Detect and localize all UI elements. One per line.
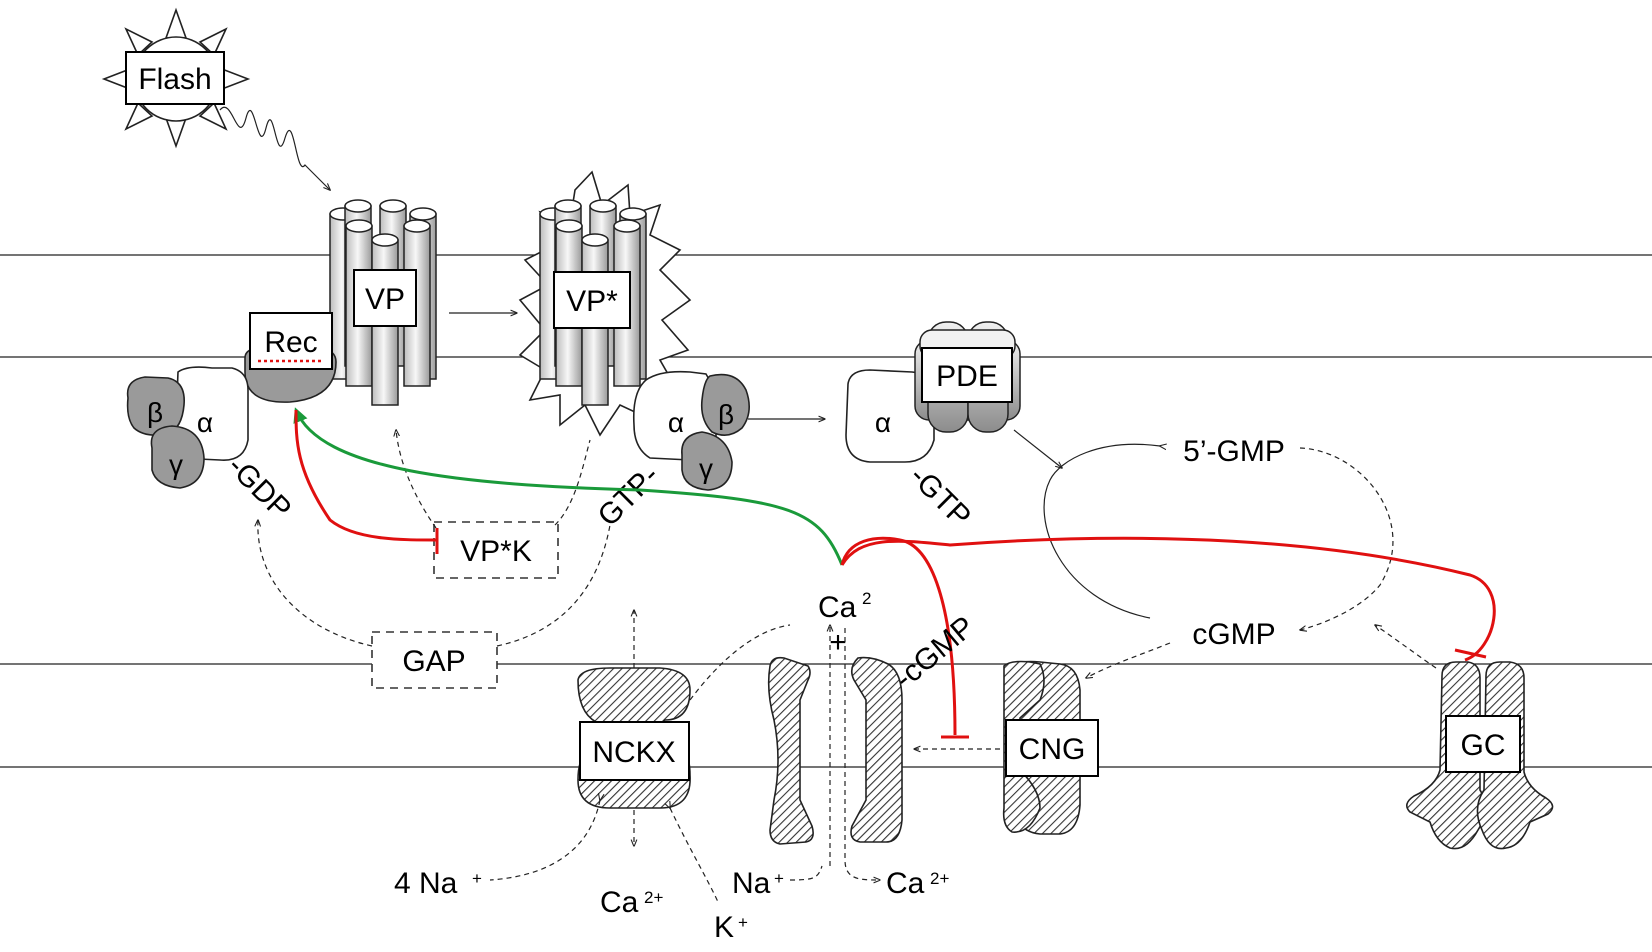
pde-hydrolysis-arrow	[1013, 429, 1062, 468]
nckx-box	[579, 721, 690, 781]
nckx-k-in-dashed	[670, 808, 719, 903]
plus-label: +	[829, 626, 847, 659]
ca-center-label: Ca	[818, 591, 857, 624]
g-gamma-inactive	[150, 425, 205, 489]
pde-label: PDE	[936, 360, 998, 393]
ca-cng-label: Ca	[886, 867, 925, 900]
ca-inhibit-cng	[840, 536, 957, 736]
nckx-label: NCKX	[592, 736, 675, 769]
gdp-label: -GDP	[221, 450, 297, 526]
cgmp-bound-label: -cGMP	[888, 610, 981, 695]
rec-inhibit-vpk	[294, 409, 438, 542]
ca-inhibit-gc	[840, 536, 1496, 662]
vp-label: VP	[365, 283, 405, 316]
vp-star-label: VP*	[566, 285, 618, 318]
beta-label-active: β	[718, 399, 734, 430]
cycle-dashed-arc	[1300, 447, 1394, 630]
k-sup: +	[738, 913, 748, 932]
cgmp-to-cng-dashed	[1086, 642, 1171, 678]
gc-to-cgmp-dashed	[1375, 625, 1437, 669]
ca-inhibit-gc-bar	[1454, 648, 1487, 659]
cycle-solid-arc	[1043, 444, 1160, 619]
cng-label: CNG	[1019, 733, 1086, 766]
wavy-line-icon	[219, 106, 330, 190]
gamma-label-active: γ	[699, 453, 713, 484]
g-beta-active	[700, 373, 750, 436]
nckx-na-in-dashed	[489, 800, 600, 881]
flash-box	[125, 51, 225, 105]
four-na-sup: +	[472, 869, 482, 888]
vp-star-k-box	[433, 521, 559, 579]
gamma-label-inactive: γ	[169, 449, 183, 480]
na-label: Na	[732, 867, 771, 900]
g-gamma-active	[681, 431, 733, 491]
alpha-label-pde: α	[875, 407, 891, 438]
ca-nckx-sup: 2+	[644, 888, 663, 907]
alpha-gtp-protein	[845, 369, 935, 463]
cng-right-subunit	[850, 656, 903, 843]
vpk-to-vpstar-dashed	[554, 439, 591, 526]
disc-membrane	[0, 254, 1652, 358]
g-beta-inactive	[126, 376, 185, 436]
vp-star-k-label: VP*K	[460, 535, 532, 568]
cng-left-subunit	[767, 656, 814, 845]
vp-protein	[329, 199, 437, 406]
ca-efflux-cng-dashed	[844, 628, 880, 880]
na-sup: +	[774, 869, 784, 888]
ca-cng-sup: 2+	[930, 869, 949, 888]
vp-star-box	[553, 271, 631, 329]
alpha-label-active: α	[668, 407, 684, 438]
k-label: K	[714, 911, 734, 944]
gtp-right-label: -GTP	[903, 460, 977, 534]
gap-to-gtp-dashed	[496, 524, 611, 647]
pde-box	[921, 347, 1013, 403]
gap-box	[371, 631, 498, 689]
four-na-label: 4 Na	[394, 867, 458, 900]
ca-nckx-label: Ca	[600, 886, 639, 919]
cng-box	[1005, 719, 1099, 777]
vp-box	[353, 269, 417, 327]
gc-box	[1445, 715, 1521, 773]
gtp-left-label: GTP-	[592, 459, 666, 533]
gap-to-gdp-dashed	[258, 520, 373, 647]
beta-label-inactive: β	[147, 397, 163, 428]
alpha-label-inactive: α	[197, 407, 213, 438]
na-tail-dashed	[789, 865, 823, 881]
rec-box	[249, 312, 333, 370]
plasma-membrane	[0, 663, 1652, 768]
flash-label: Flash	[138, 63, 211, 96]
gap-label: GAP	[402, 645, 465, 678]
rec-label: Rec	[264, 326, 317, 359]
ca-center-sup: 2	[862, 589, 871, 608]
cng-front-subunit	[1002, 660, 1045, 833]
vpk-to-vp-dashed	[396, 430, 437, 529]
gc-label: GC	[1461, 729, 1506, 762]
ca-to-rec-activation	[293, 407, 844, 566]
cgmp-cytosol-label: cGMP	[1192, 618, 1275, 651]
five-gmp-label: 5’-GMP	[1183, 435, 1285, 468]
